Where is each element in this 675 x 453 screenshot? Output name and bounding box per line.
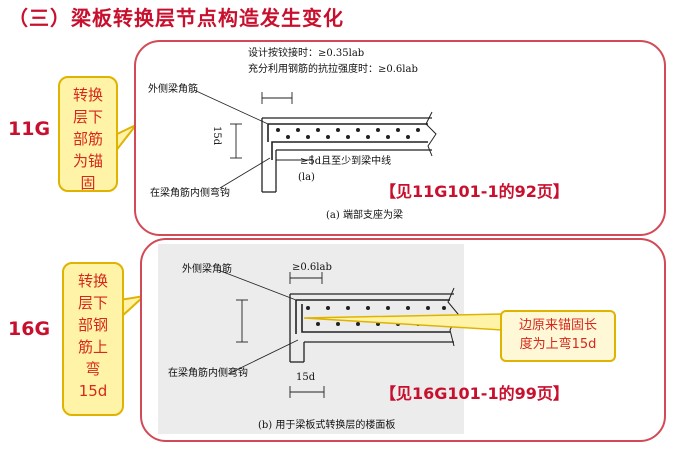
callout-16g-line: 层下 — [77, 294, 108, 312]
callout-11g-line: 为锚 — [72, 152, 103, 170]
detail-drawing-16g — [217, 269, 459, 398]
label-06lab: ≥0.6lab — [292, 262, 332, 273]
page-title: （三）梁板转换层节点构造发生变化 — [8, 6, 344, 30]
callout-16g-line: 15d — [78, 382, 108, 400]
note-design-hinged: 设计按铰接时：≥0.35lab — [248, 48, 365, 59]
note-full-tensile: 充分利用钢筋的抗拉强度时：≥0.6lab — [248, 64, 418, 75]
callout-16g-line: 弯 — [85, 360, 101, 378]
callout-11g-line: 转换 — [72, 86, 103, 104]
reference-11g: 【见11G101-1的92页】 — [380, 182, 569, 201]
callout-16g-line: 筋上 — [77, 338, 108, 356]
scanned-figure-16g — [158, 244, 464, 434]
callout-16g-line: 部钢 — [77, 316, 108, 334]
callout-16g: 转换 层下 部钢 筋上 弯 15d — [62, 262, 124, 416]
caption-11g: (a) 端部支座为梁 — [326, 210, 403, 221]
label-inner-hook-16g: 在梁角筋内侧弯钩 — [168, 368, 248, 379]
callout-11g-line: 部筋 — [72, 130, 103, 148]
label-outer-corner-bar: 外侧梁角筋 — [148, 84, 198, 95]
callout-bubble-16g: 边原来锚固长 度为上弯15d — [500, 310, 616, 362]
detail-drawing-11g — [193, 89, 437, 193]
callout-11g-line: 层下 — [72, 108, 103, 126]
label-inner-hook: 在梁角筋内侧弯钩 — [150, 188, 230, 199]
callout-11g: 转换 层下 部筋 为锚 固 — [58, 76, 118, 192]
reference-16g: 【见16G101-1的99页】 — [380, 384, 569, 403]
label-outer-corner-bar-16g: 外侧梁角筋 — [182, 264, 232, 275]
panel-11g — [134, 40, 666, 236]
bubble-line: 边原来锚固长 — [518, 318, 597, 333]
label-anchor-5d: ≥5d且至少到梁中线 — [300, 156, 392, 167]
edition-label-11g: 11G — [8, 118, 51, 140]
caption-16g: (b) 用于梁板式转换层的楼面板 — [258, 420, 396, 431]
label-15d-16g: 15d — [296, 372, 316, 383]
callout-16g-line: 转换 — [77, 272, 108, 290]
edition-label-16g: 16G — [8, 318, 51, 340]
label-la: (la) — [298, 172, 315, 183]
callout-11g-line: 固 — [80, 174, 96, 192]
bubble-line: 度为上弯15d — [519, 337, 597, 352]
